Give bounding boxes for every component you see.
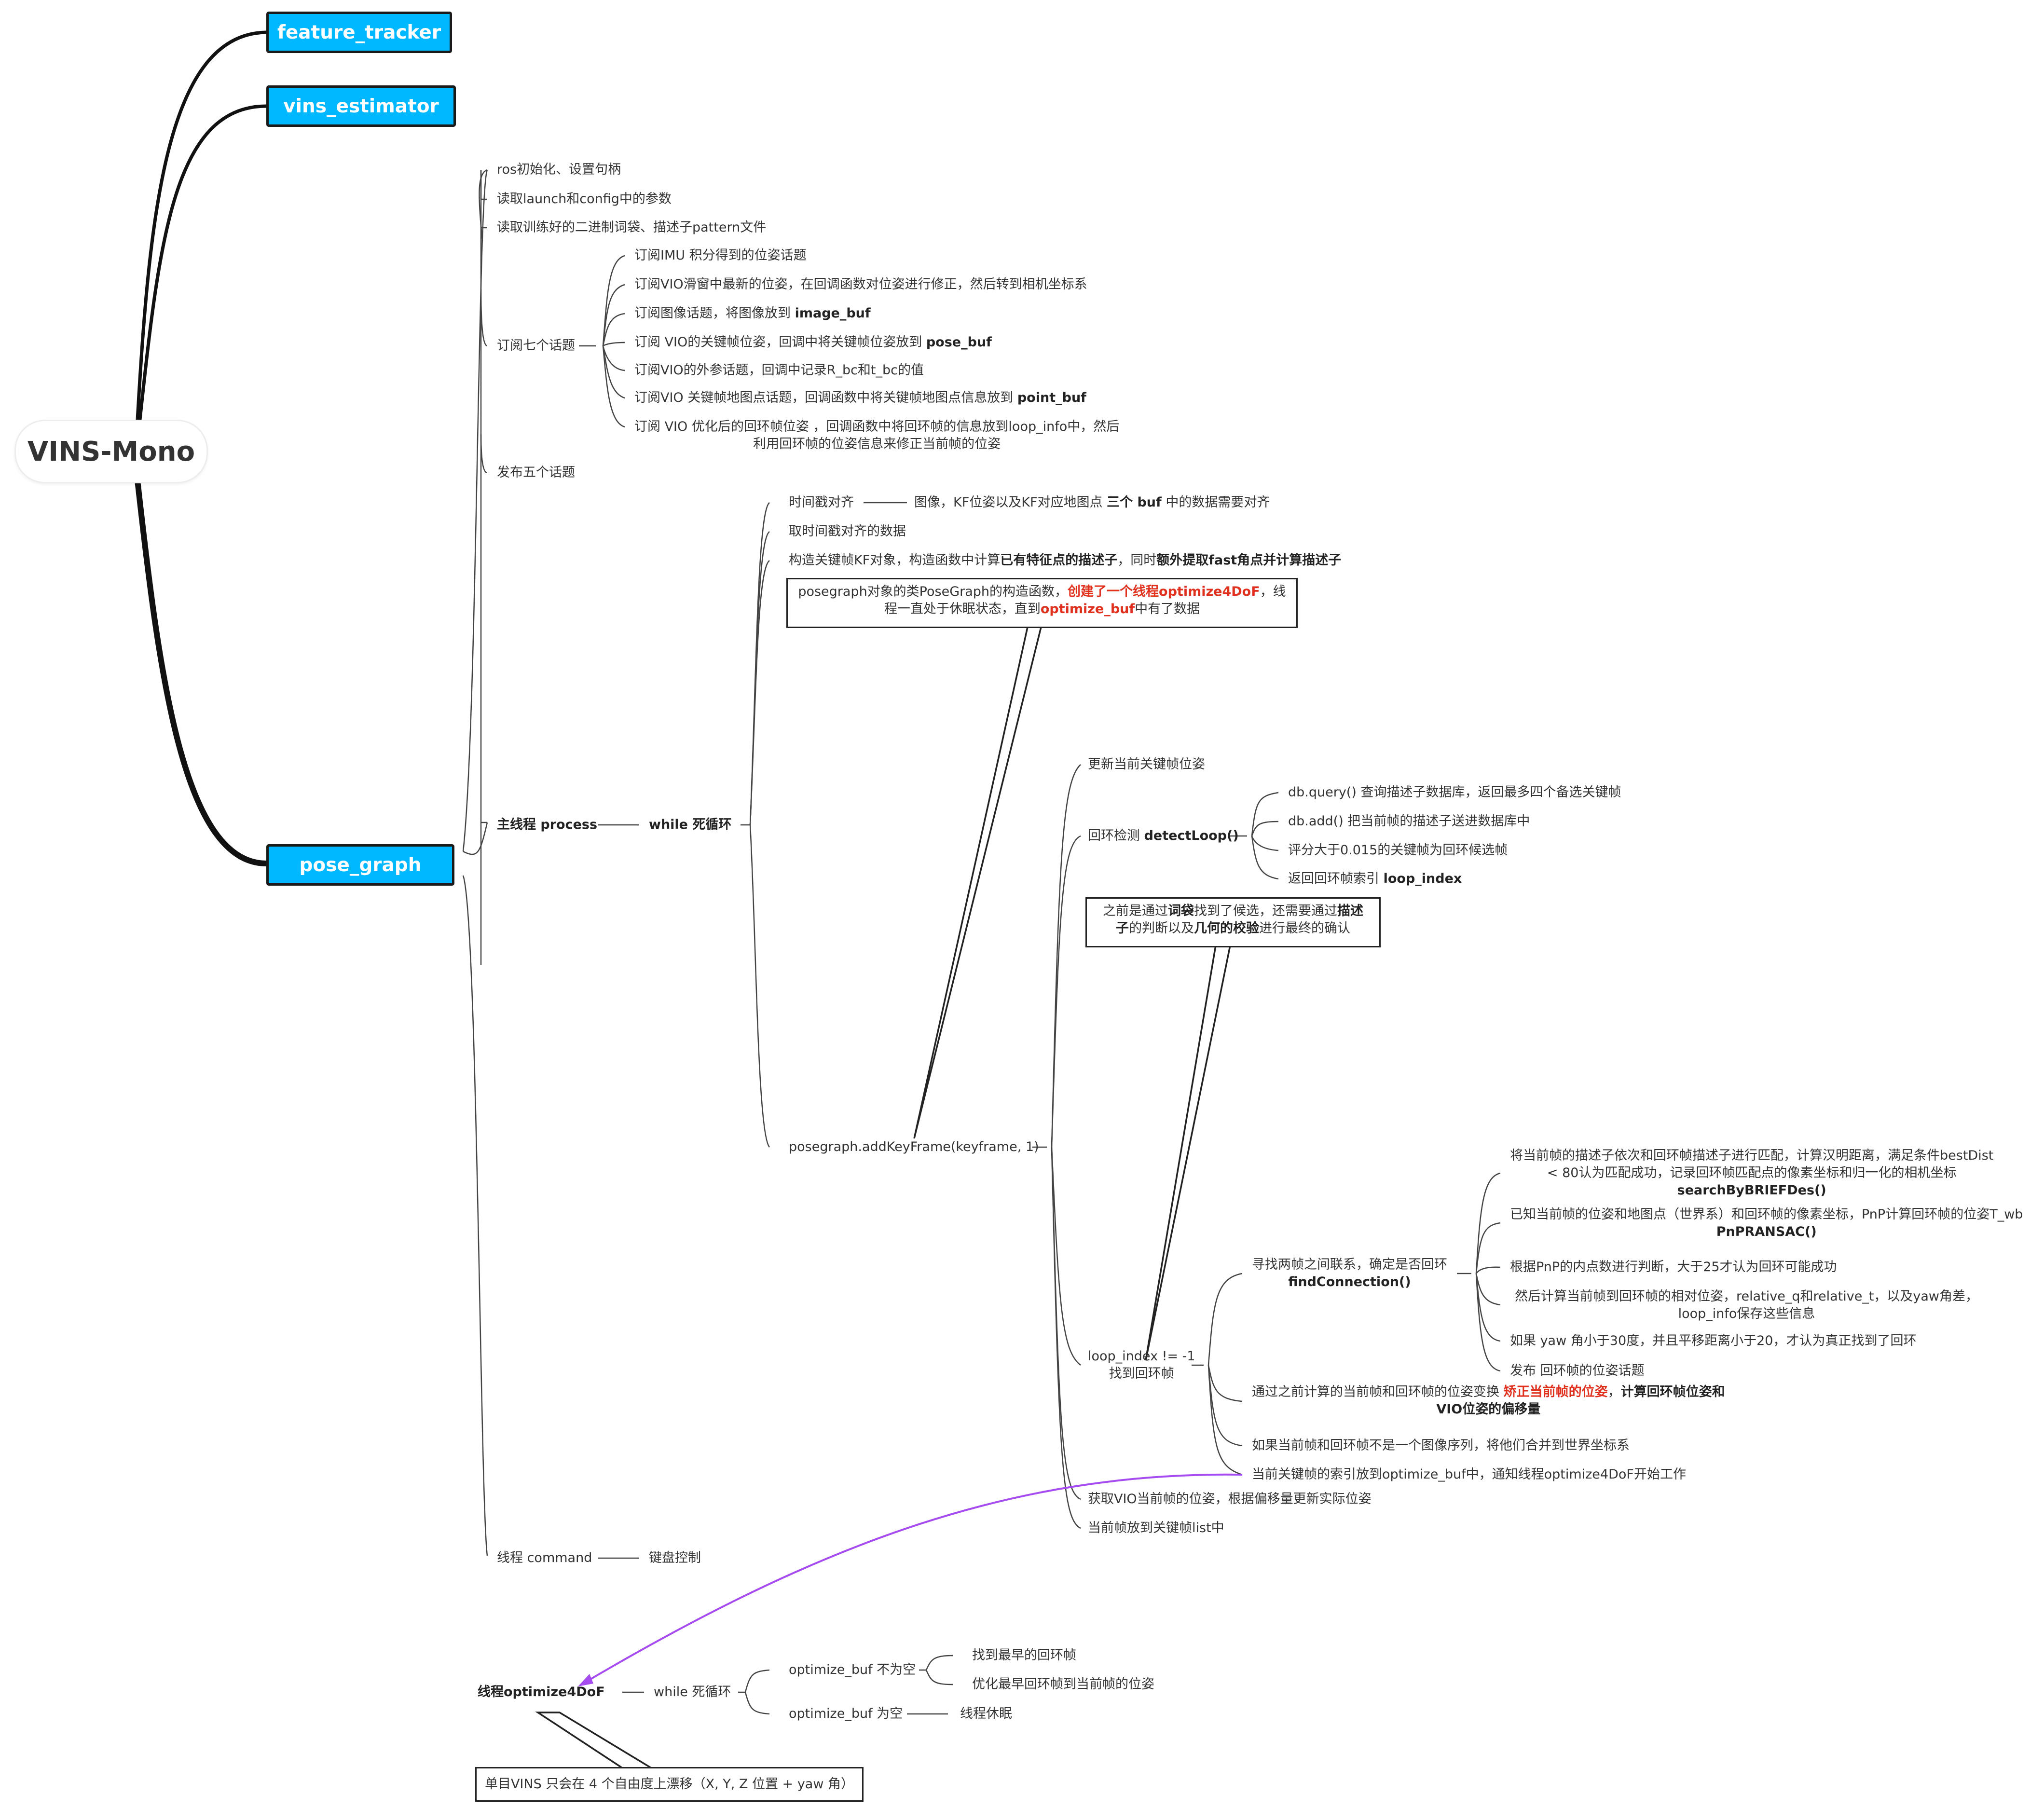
callout2-line2: 子的判断以及几何的校验进行最终的确认 — [1116, 921, 1350, 936]
correct-line2: VIO位姿的偏移量 — [1436, 1402, 1541, 1417]
sub-extrinsic[interactable]: 订阅VIO的外参话题，回调中记录R_bc和t_bc的值 — [634, 363, 924, 378]
construct-pre: 构造关键帧KF对象，构造函数中计算 — [789, 553, 1001, 568]
node-opt-while-loop[interactable]: while 死循环 — [654, 1685, 731, 1699]
node-keyboard-control[interactable]: 键盘控制 — [649, 1550, 701, 1565]
node-find-earliest-loop[interactable]: 找到最早的回环帧 — [972, 1648, 1076, 1663]
relative-line1: 然后计算当前帧到回环帧的相对位姿，relative_q和relative_t，以… — [1515, 1289, 1979, 1304]
align-detail-pre: 图像，KF位姿以及KF对应地图点 — [914, 495, 1107, 510]
sub-relo-line1: 订阅 VIO 优化后的回环帧位姿 ，回调函数中将回环帧的信息放到loop_inf… — [634, 419, 1120, 434]
node-optimize-buf[interactable]: 当前关键帧的索引放到optimize_buf中，通知线程optimize4DoF… — [1252, 1467, 1686, 1482]
sub-imu[interactable]: 订阅IMU 积分得到的位姿话题 — [634, 248, 807, 263]
node-opt-buf-not-empty[interactable]: optimize_buf 不为空 — [789, 1662, 916, 1677]
brief-line1: 将当前帧的描述子依次和回环帧描述子进行匹配，计算汉明距离，满足条件bestDis… — [1510, 1148, 1994, 1163]
loop-found-line2: 找到回环帧 — [1109, 1366, 1174, 1381]
detect-return-index[interactable]: 返回回环帧索引 loop_index — [1288, 870, 1462, 888]
node-merge-sequences[interactable]: 如果当前帧和回环帧不是一个图像序列，将他们合并到世界坐标系 — [1252, 1438, 1630, 1453]
node-subscribe-topics[interactable]: 订阅七个话题 — [497, 338, 575, 353]
node-main-process[interactable]: 主线程 process — [497, 817, 598, 832]
construct-bold-1: 已有特征点的描述子 — [1000, 553, 1118, 568]
find-conn-func: findConnection() — [1288, 1274, 1411, 1289]
conn-yaw-check[interactable]: 如果 yaw 角小于30度，并且平移距离小于20，才认为真正找到了回环 — [1510, 1333, 1917, 1348]
conn-brief-match[interactable]: 将当前帧的描述子依次和回环帧描述子进行匹配，计算汉明距离，满足条件bestDis… — [1510, 1147, 1993, 1199]
node-ros-init[interactable]: ros初始化、设置句柄 — [497, 162, 621, 177]
sub-kf-text: 订阅 VIO的关键帧位姿，回调中将关键帧位姿放到 — [634, 335, 926, 350]
node-read-params[interactable]: 读取launch和config中的参数 — [497, 192, 672, 206]
detect-db-query[interactable]: db.query() 查询描述子数据库，返回最多四个备选关键帧 — [1288, 785, 1621, 800]
node-find-connection[interactable]: 寻找两帧之间联系，确定是否回环 findConnection() — [1252, 1256, 1447, 1291]
pnp-func: PnPRANSAC() — [1716, 1224, 1817, 1239]
return-index-text: 返回回环帧索引 — [1288, 871, 1384, 886]
sub-vio[interactable]: 订阅VIO滑窗中最新的位姿，在回调函数对位姿进行修正，然后转到相机坐标系 — [634, 277, 1087, 292]
brief-line2: < 80认为匹配成功，记录回环帧匹配点的像素坐标和归一化的相机坐标 — [1547, 1165, 1957, 1180]
sub-relo-pose[interactable]: 订阅 VIO 优化后的回环帧位姿 ，回调函数中将回环帧的信息放到loop_inf… — [634, 418, 1119, 453]
node-thread-sleep[interactable]: 线程休眠 — [960, 1706, 1012, 1721]
sub-point-buf: point_buf — [1017, 390, 1086, 405]
topic-pose-graph[interactable]: pose_graph — [266, 844, 454, 886]
correct-line1: 通过之前计算的当前帧和回环帧的位姿变换 矫正当前帧的位姿，计算回环帧位姿和 — [1252, 1384, 1725, 1399]
relation-arrow-head — [578, 1674, 593, 1686]
node-timestamp-align[interactable]: 时间戳对齐 — [789, 495, 854, 510]
node-fetch-aligned[interactable]: 取时间戳对齐的数据 — [789, 524, 906, 539]
conn-relative-pose[interactable]: 然后计算当前帧到回环帧的相对位姿，relative_q和relative_t，以… — [1515, 1288, 1978, 1323]
node-get-vio-pose[interactable]: 获取VIO当前帧的位姿，根据偏移量更新实际位姿 — [1088, 1492, 1372, 1507]
sub-point-text: 订阅VIO 关键帧地图点话题，回调函数中将关键帧地图点信息放到 — [634, 390, 1017, 405]
conn-inliers[interactable]: 根据PnP的内点数进行判断，大于25才认为回环可能成功 — [1510, 1260, 1837, 1274]
callout-posegraph-thread[interactable]: posegraph对象的类PoseGraph的构造函数，创建了一个线程optim… — [786, 578, 1298, 628]
detect-db-add[interactable]: db.add() 把当前帧的描述子送进数据库中 — [1288, 814, 1530, 829]
callout1-line2: 程一直处于休眠状态，直到optimize_buf中有了数据 — [884, 602, 1200, 616]
node-optimize-thread[interactable]: 线程optimize4DoF — [478, 1685, 605, 1699]
construct-bold-2: 额外提取fast角点并计算描述子 — [1156, 553, 1342, 568]
sub-image-text: 订阅图像话题，将图像放到 — [634, 306, 795, 321]
node-construct-kf[interactable]: 构造关键帧KF对象，构造函数中计算已有特征点的描述子，同时额外提取fast角点并… — [789, 552, 1341, 569]
loop-found-line1: loop_index != -1 — [1088, 1349, 1195, 1364]
find-conn-line1: 寻找两帧之间联系，确定是否回环 — [1252, 1257, 1447, 1272]
conn-pnp[interactable]: 已知当前帧的位姿和地图点（世界系）和回环帧的像素坐标，PnP计算回环帧的位姿T_… — [1510, 1206, 2023, 1241]
sub-relo-line2: 利用回环帧的位姿信息来修正当前帧的位姿 — [753, 437, 1001, 452]
construct-mid: ，同时 — [1117, 553, 1157, 568]
node-command-thread[interactable]: 线程 command — [497, 1550, 592, 1565]
detect-loop-func: detectLoop() — [1144, 828, 1239, 843]
align-detail-bold: 三个 buf — [1107, 495, 1162, 510]
sub-keyframe-points[interactable]: 订阅VIO 关键帧地图点话题，回调函数中将关键帧地图点信息放到 point_bu… — [634, 389, 1086, 407]
node-align-detail[interactable]: 图像，KF位姿以及KF对应地图点 三个 buf 中的数据需要对齐 — [914, 494, 1270, 511]
node-push-keyframe-list[interactable]: 当前帧放到关键帧list中 — [1088, 1520, 1224, 1535]
return-index-var: loop_index — [1383, 871, 1462, 886]
detect-score[interactable]: 评分大于0.015的关键帧为回环候选帧 — [1288, 843, 1508, 858]
topic-vins-estimator[interactable]: vins_estimator — [266, 85, 456, 127]
conn-publish[interactable]: 发布 回环帧的位姿话题 — [1510, 1363, 1645, 1378]
node-correct-pose[interactable]: 通过之前计算的当前帧和回环帧的位姿变换 矫正当前帧的位姿，计算回环帧位姿和 VI… — [1252, 1383, 1725, 1418]
sub-image[interactable]: 订阅图像话题，将图像放到 image_buf — [634, 305, 871, 322]
sub-image-buf: image_buf — [795, 306, 871, 321]
align-detail-post: 中的数据需要对齐 — [1161, 495, 1270, 510]
node-while-loop[interactable]: while 死循环 — [649, 817, 732, 832]
node-publish-topics[interactable]: 发布五个话题 — [497, 465, 575, 480]
callout-descriptor-check[interactable]: 之前是通过词袋找到了候选，还需要通过描述 子的判断以及几何的校验进行最终的确认 — [1085, 897, 1381, 947]
node-add-keyframe[interactable]: posegraph.addKeyFrame(keyframe, 1) — [789, 1139, 1039, 1154]
node-opt-buf-empty[interactable]: optimize_buf 为空 — [789, 1706, 903, 1721]
node-update-pose[interactable]: 更新当前关键帧位姿 — [1088, 757, 1205, 772]
pnp-line1: 已知当前帧的位姿和地图点（世界系）和回环帧的像素坐标，PnP计算回环帧的位姿T_… — [1510, 1207, 2023, 1222]
callout-4dof-drift[interactable]: 单目VINS 只会在 4 个自由度上漂移（X, Y, Z 位置 + yaw 角） — [475, 1767, 864, 1802]
sub-pose-buf: pose_buf — [926, 335, 992, 350]
callout2-line1: 之前是通过词袋找到了候选，还需要通过描述 — [1103, 904, 1363, 918]
node-read-vocab[interactable]: 读取训练好的二进制词袋、描述子pattern文件 — [497, 220, 767, 235]
node-loop-found[interactable]: loop_index != -1 找到回环帧 — [1088, 1348, 1195, 1383]
topic-feature-tracker[interactable]: feature_tracker — [266, 12, 452, 53]
node-optimize-pose[interactable]: 优化最早回环帧到当前帧的位姿 — [972, 1677, 1154, 1692]
sub-keyframe-pose[interactable]: 订阅 VIO的关键帧位姿，回调中将关键帧位姿放到 pose_buf — [634, 334, 992, 351]
relative-line2: loop_info保存这些信息 — [1678, 1306, 1815, 1321]
detect-loop-text: 回环检测 — [1088, 828, 1144, 843]
central-topic[interactable]: VINS-Mono — [14, 420, 208, 483]
callout1-line1: posegraph对象的类PoseGraph的构造函数，创建了一个线程optim… — [798, 584, 1286, 599]
brief-func: searchByBRIEFDes() — [1677, 1183, 1826, 1198]
node-detect-loop[interactable]: 回环检测 detectLoop() — [1088, 827, 1239, 845]
